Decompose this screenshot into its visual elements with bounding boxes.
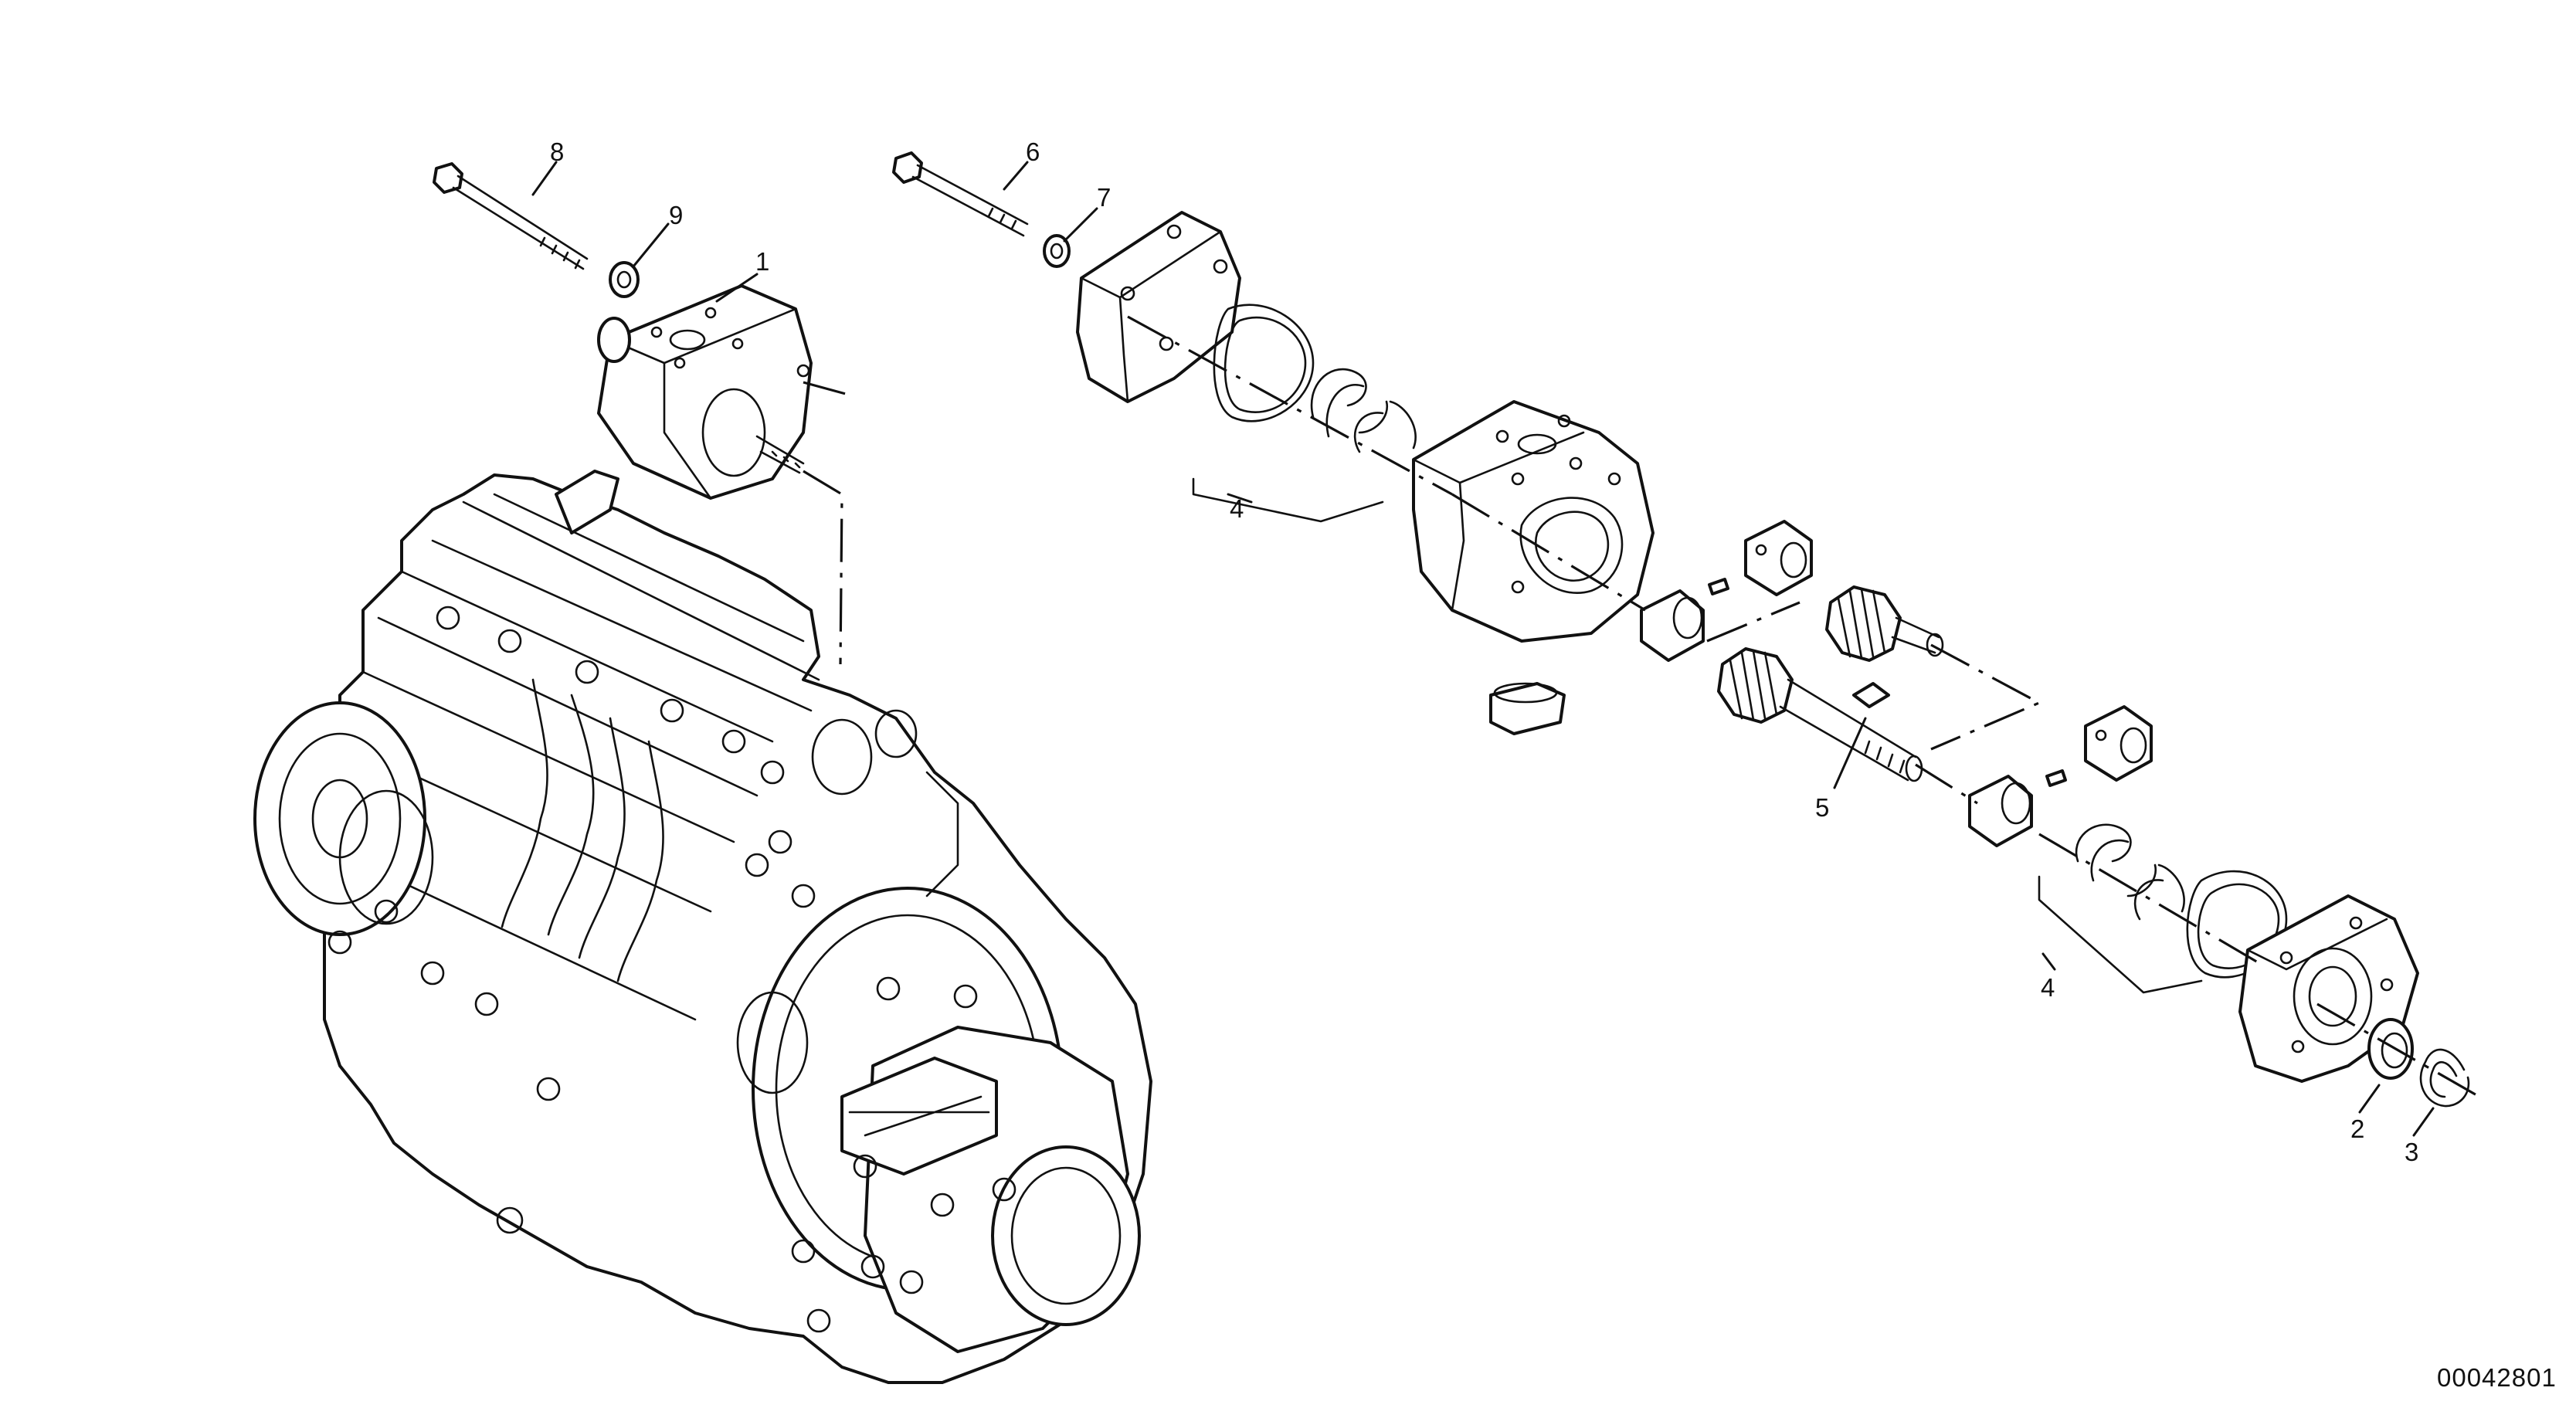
screw-8 [433, 162, 589, 270]
bracket-4-lower [2038, 875, 2203, 994]
bracket-4-upper [1192, 477, 1384, 523]
seal-kit-4-upper [1192, 304, 1417, 523]
callout-5: 5 [1815, 793, 1829, 822]
callout-4-lower: 4 [2041, 973, 2055, 1002]
bearing-bushing-lower [1968, 775, 2033, 847]
callout-9: 9 [669, 201, 683, 229]
engine-assembly [253, 470, 1152, 1384]
callout-8: 8 [550, 137, 564, 166]
callout-6: 6 [1026, 137, 1040, 166]
plug [1489, 682, 1566, 735]
callout-4-upper: 4 [1230, 494, 1244, 523]
callout-1: 1 [755, 247, 769, 276]
key [1852, 682, 1890, 708]
seal-kit-4-lower [2038, 823, 2288, 994]
bearing-block-lower [2084, 705, 2153, 782]
drive-gear-shaft-5 [1717, 647, 1923, 782]
drawing-number: 00042801 [2437, 1363, 2557, 1392]
washer-7 [1043, 234, 1071, 268]
pump-housing [1412, 400, 1655, 643]
circlip-3 [2419, 1048, 2470, 1108]
shaft-seal-2 [2367, 1018, 2414, 1080]
callout-7: 7 [1097, 183, 1111, 212]
dowel-pin-lower [2045, 769, 2067, 787]
front-cover [1076, 211, 1241, 403]
driven-gear [1825, 585, 1944, 662]
callout-2: 2 [2350, 1115, 2364, 1143]
dowel-pin-upper [1708, 578, 1729, 595]
bearing-bushing-upper [1640, 589, 1705, 662]
callout-3: 3 [2405, 1138, 2418, 1166]
bearing-block-upper [1744, 520, 1813, 596]
washer-9 [609, 261, 640, 298]
centerline-left [803, 381, 847, 395]
screw-6 [892, 151, 1029, 237]
callout-leaders [531, 161, 2435, 1137]
gear-pump-assembled [597, 284, 813, 500]
